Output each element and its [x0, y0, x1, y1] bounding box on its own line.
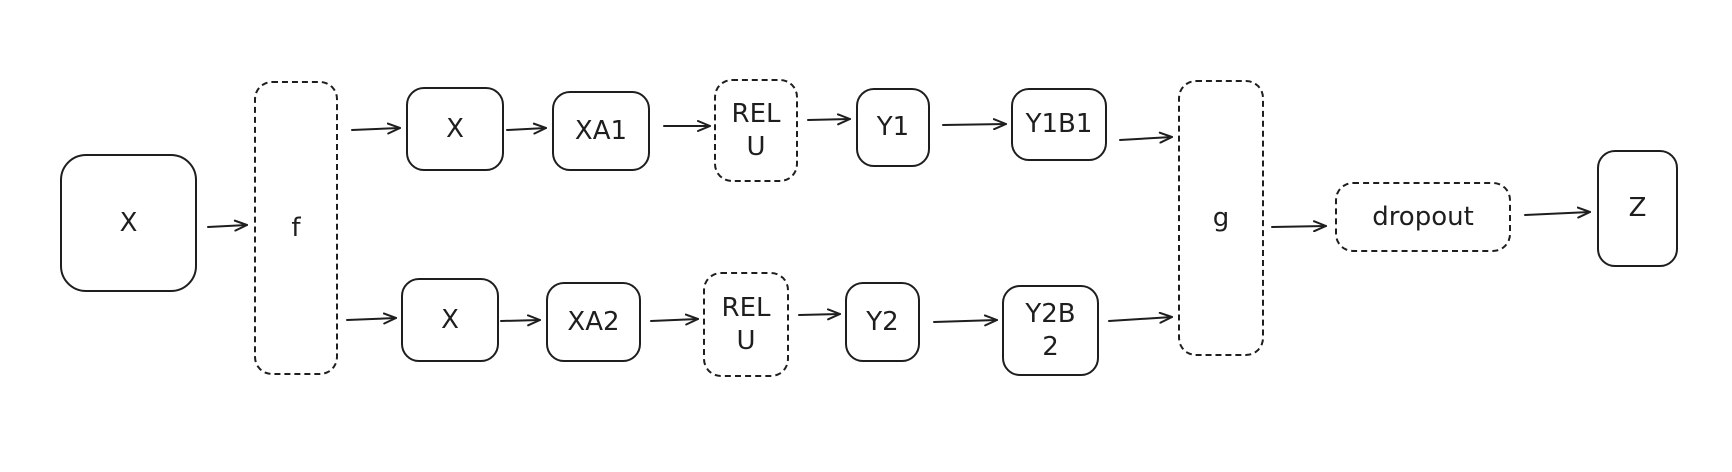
node-bottom-x: X — [401, 278, 499, 362]
node-top-xa1-label: XA1 — [574, 115, 628, 146]
node-top-xa1: XA1 — [552, 91, 650, 171]
arrow-top-y1b1-to-merge-g — [1119, 131, 1173, 144]
node-top-y1-label: Y1 — [876, 112, 910, 143]
node-top-y1b1-label: Y1B1 — [1025, 109, 1093, 140]
node-bottom-xa2: XA2 — [546, 282, 641, 362]
node-bottom-y2b2: Y2B 2 — [1002, 285, 1099, 376]
node-bottom-x-label: X — [441, 304, 459, 335]
arrow-top-y1-to-top-y1b1 — [942, 118, 1007, 131]
node-top-x: X — [406, 87, 504, 171]
node-input-x: X — [60, 154, 197, 292]
arrow-bottom-xa2-to-bottom-relu — [650, 313, 699, 326]
node-bottom-y2b2-label: Y2B 2 — [1025, 299, 1076, 362]
node-bottom-relu-label: REL U — [721, 293, 771, 356]
arrow-dropout-to-output-z — [1524, 206, 1591, 219]
node-input-x-label: X — [119, 207, 138, 238]
node-top-x-label: X — [446, 113, 464, 144]
arrow-input-x-to-split-f — [207, 219, 248, 232]
arrow-top-x-to-top-xa1 — [506, 122, 547, 135]
arrow-bottom-x-to-bottom-xa2 — [500, 314, 541, 327]
node-dropout: dropout — [1335, 182, 1511, 252]
node-bottom-xa2-label: XA2 — [567, 306, 620, 337]
arrow-split-f-to-top-x — [351, 122, 401, 135]
arrow-bottom-y2b2-to-merge-g — [1108, 311, 1173, 324]
arrow-split-f-to-bottom-x — [346, 312, 397, 325]
node-top-relu-label: REL U — [731, 99, 781, 162]
node-merge-g: g — [1178, 80, 1264, 356]
node-top-y1b1: Y1B1 — [1011, 88, 1107, 161]
node-split-f-label: f — [291, 212, 301, 243]
node-merge-g-label: g — [1212, 202, 1230, 233]
node-top-y1: Y1 — [856, 88, 930, 167]
arrow-top-relu-to-top-y1 — [807, 113, 851, 126]
arrow-merge-g-to-dropout — [1271, 220, 1327, 233]
node-bottom-y2-label: Y2 — [866, 306, 899, 337]
node-output-z-label: Z — [1628, 193, 1647, 224]
node-split-f: f — [254, 81, 338, 375]
node-top-relu: REL U — [714, 79, 798, 182]
arrow-bottom-relu-to-bottom-y2 — [798, 308, 841, 321]
node-output-z: Z — [1597, 150, 1678, 267]
node-bottom-relu: REL U — [703, 272, 789, 377]
node-dropout-label: dropout — [1372, 201, 1474, 232]
arrow-bottom-y2-to-bottom-y2b2 — [933, 314, 998, 327]
node-bottom-y2: Y2 — [845, 282, 920, 362]
